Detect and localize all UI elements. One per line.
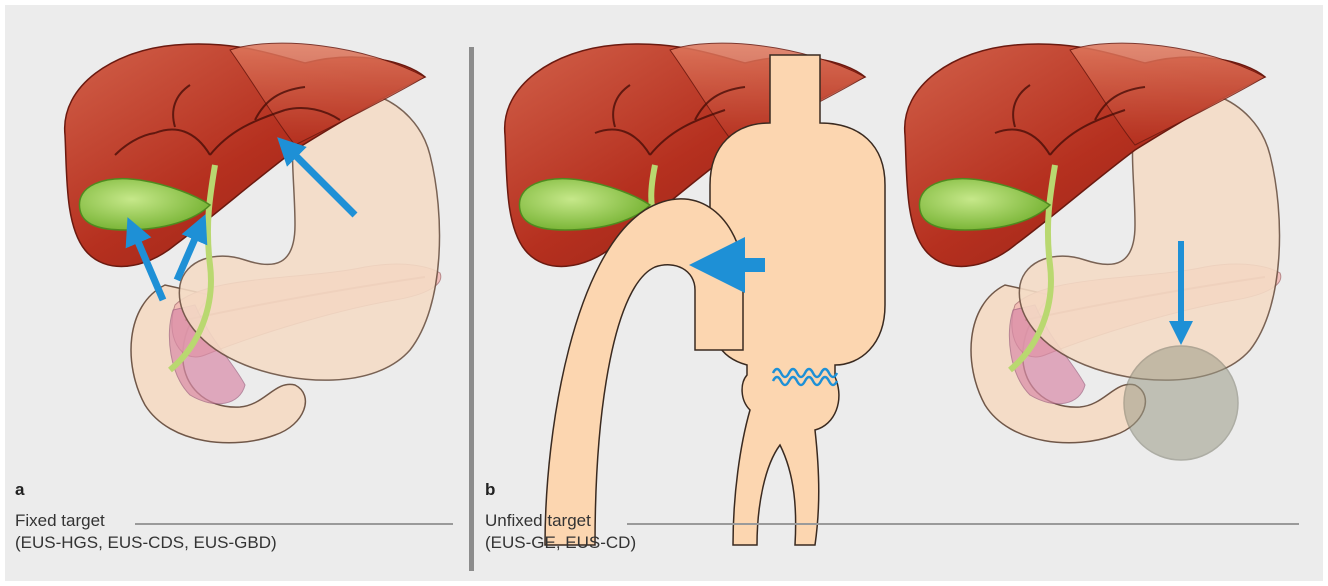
panel-a-illustration xyxy=(65,43,441,443)
panel-label-b: b xyxy=(485,480,495,500)
anatomy-illustration xyxy=(5,5,1323,581)
caption-rule-a xyxy=(135,523,453,525)
panel-b-cd-illustration xyxy=(905,43,1281,460)
panel-b-gastrojejunostomy-illustration xyxy=(505,43,885,545)
panel-label-a: a xyxy=(15,480,24,500)
caption-rule-b xyxy=(627,523,1299,525)
caption-title-a: Fixed target xyxy=(15,511,105,531)
caption-title-b: Unfixed target xyxy=(485,511,591,531)
caption-detail-b: (EUS-GE, EUS-CD) xyxy=(485,533,636,553)
panel-divider xyxy=(469,47,474,571)
caption-detail-a: (EUS-HGS, EUS-CDS, EUS-GBD) xyxy=(15,533,277,553)
target-circle xyxy=(1124,346,1238,460)
figure-panel: a Fixed target (EUS-HGS, EUS-CDS, EUS-GB… xyxy=(5,5,1323,581)
